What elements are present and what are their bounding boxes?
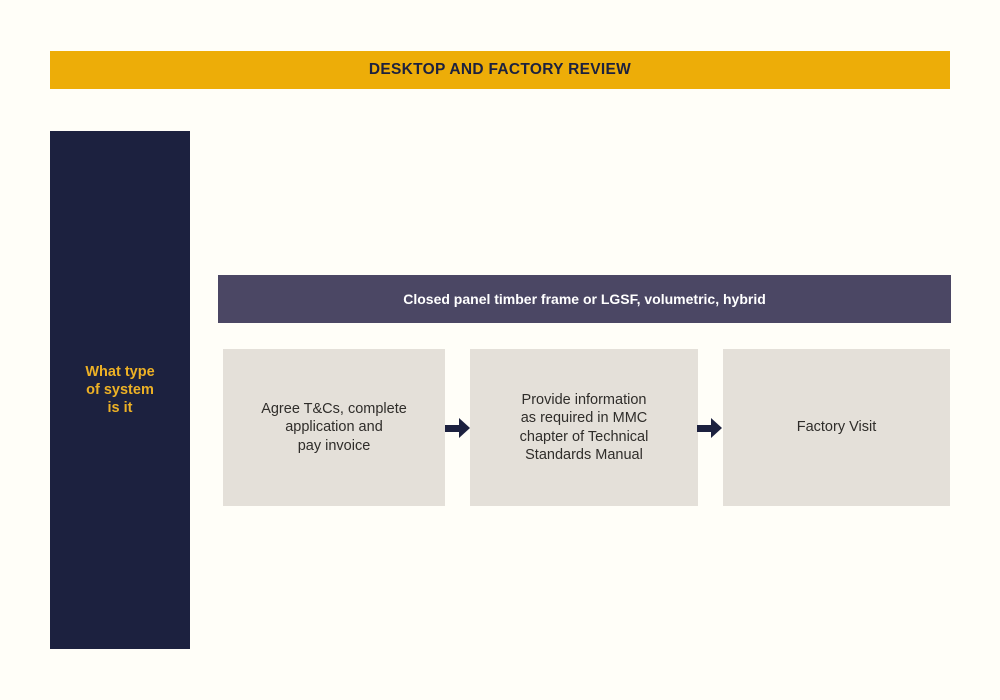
sidebar-question-panel: What type of system is it: [50, 131, 190, 649]
category-bar: Closed panel timber frame or LGSF, volum…: [218, 275, 951, 323]
flow-step-agree-terms: Agree T&Cs, complete application and pay…: [223, 349, 445, 506]
page-title: DESKTOP AND FACTORY REVIEW: [368, 61, 632, 78]
sidebar-question-label: What type of system is it: [85, 364, 155, 416]
flow-step-label: Factory Visit: [796, 419, 877, 436]
arrow-shaft: [445, 424, 459, 432]
flow-step-label: Provide information as required in MMC c…: [519, 391, 649, 464]
arrow-head: [459, 418, 470, 438]
arrow-shaft: [697, 424, 711, 432]
flow-step-factory-visit: Factory Visit: [723, 349, 950, 506]
category-label: Closed panel timber frame or LGSF, volum…: [403, 291, 766, 307]
arrow-head: [711, 418, 722, 438]
arrow-right-icon: [697, 418, 723, 438]
arrow-right-icon: [445, 418, 470, 438]
flow-step-label: Agree T&Cs, complete application and pay…: [261, 400, 407, 454]
flow-step-provide-information: Provide information as required in MMC c…: [470, 349, 698, 506]
title-bar: DESKTOP AND FACTORY REVIEW: [50, 51, 950, 89]
